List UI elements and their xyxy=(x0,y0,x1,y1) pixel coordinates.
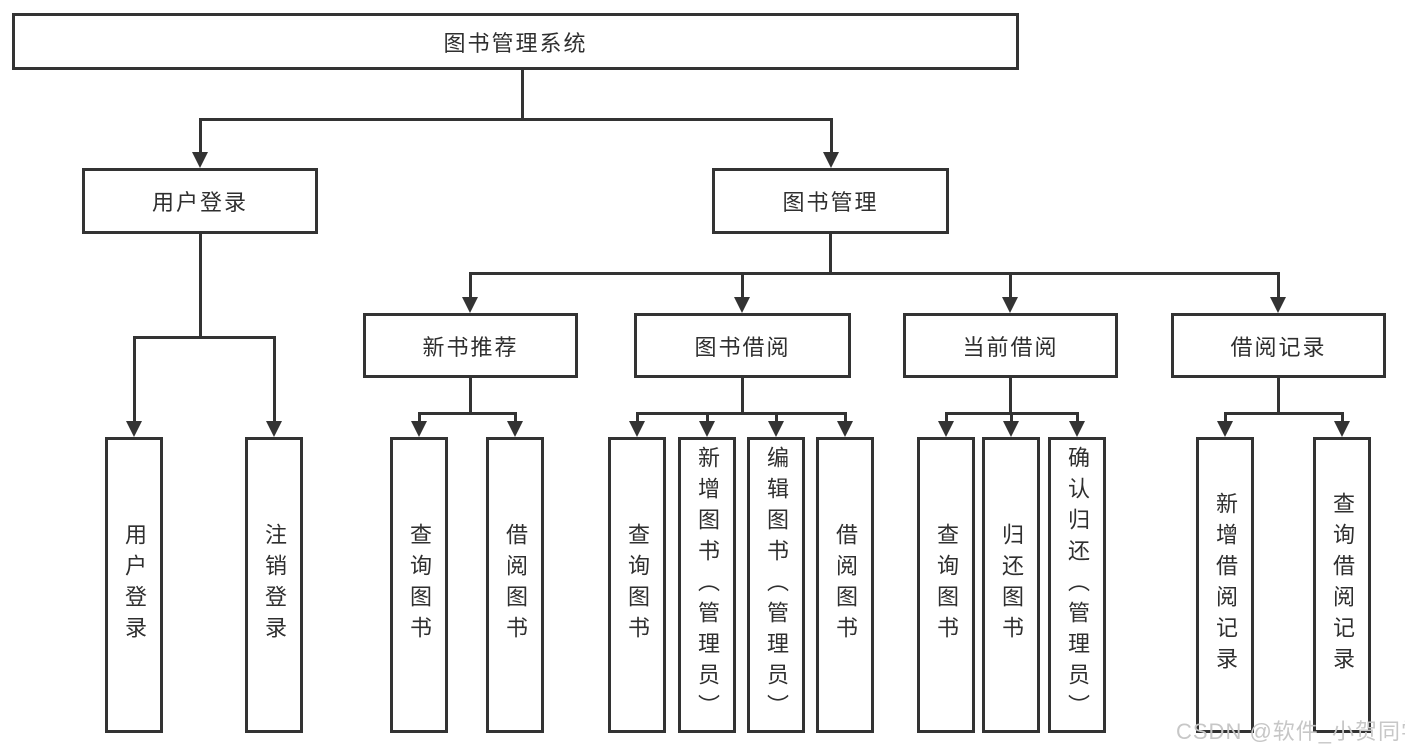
node-label: 归还图书 xyxy=(999,523,1024,647)
connector-line xyxy=(636,414,639,423)
connector-line xyxy=(1341,414,1344,423)
leaf-logout: 注销登录 xyxy=(245,437,303,733)
connector-line xyxy=(741,275,744,299)
arrowhead xyxy=(823,152,839,168)
node-label: 查询借阅记录 xyxy=(1330,492,1355,678)
leaf-add-borrow-record: 新增借阅记录 xyxy=(1196,437,1254,733)
connector-line xyxy=(830,121,833,154)
node-label: 查询图书 xyxy=(407,523,432,647)
leaf-query-borrow-record: 查询借阅记录 xyxy=(1313,437,1371,733)
arrowhead xyxy=(462,297,478,313)
node-borrowing-records: 借阅记录 xyxy=(1171,313,1386,378)
node-label: 用户登录 xyxy=(151,190,248,215)
connector-line xyxy=(133,339,136,423)
connector-line xyxy=(1076,414,1079,423)
connector-line xyxy=(1224,412,1344,415)
node-new-book-recommendation: 新书推荐 xyxy=(363,313,578,378)
arrowhead xyxy=(266,421,282,437)
leaf-confirm-return-admin: 确认归还（管理员） xyxy=(1048,437,1106,733)
connector-line xyxy=(775,414,778,423)
leaf-add-books-admin: 新增图书（管理员） xyxy=(678,437,736,733)
connector-line xyxy=(1224,414,1227,423)
leaf-query-books-recommend: 查询图书 xyxy=(390,437,448,733)
connector-line xyxy=(469,378,472,414)
leaf-edit-books-admin: 编辑图书（管理员） xyxy=(747,437,805,733)
node-label: 图书管理 xyxy=(782,190,879,215)
arrowhead xyxy=(1270,297,1286,313)
arrowhead xyxy=(938,421,954,437)
arrowhead xyxy=(1003,421,1019,437)
connector-line xyxy=(636,412,847,415)
arrowhead xyxy=(507,421,523,437)
node-library-system: 图书管理系统 xyxy=(12,13,1019,70)
connector-line xyxy=(418,412,517,415)
connector-line xyxy=(1010,414,1013,423)
node-label: 注销登录 xyxy=(262,523,287,647)
connector-line xyxy=(829,234,832,273)
node-label: 新增借阅记录 xyxy=(1213,492,1238,678)
node-label: 借阅图书 xyxy=(833,523,858,647)
connector-line xyxy=(706,414,709,423)
node-label: 确认归还（管理员） xyxy=(1065,445,1090,725)
arrowhead xyxy=(192,152,208,168)
arrowhead xyxy=(1002,297,1018,313)
arrowhead xyxy=(734,297,750,313)
connector-line xyxy=(1277,378,1280,414)
node-label: 借阅记录 xyxy=(1230,334,1327,360)
connector-line xyxy=(1277,275,1280,299)
arrowhead xyxy=(1334,421,1350,437)
connector-line xyxy=(133,336,276,339)
connector-line xyxy=(469,272,1280,275)
connector-line xyxy=(199,118,833,121)
node-label: 借阅图书 xyxy=(503,523,528,647)
csdn-watermark: CSDN @软件_小贺同学 xyxy=(1176,719,1405,744)
connector-line xyxy=(514,414,517,423)
node-label: 新增图书（管理员） xyxy=(695,445,720,725)
connector-line xyxy=(199,234,202,337)
arrowhead xyxy=(1069,421,1085,437)
connector-line xyxy=(521,70,524,121)
leaf-query-books-current: 查询图书 xyxy=(917,437,975,733)
connector-line xyxy=(945,412,1079,415)
connector-line xyxy=(945,414,948,423)
leaf-query-books-borrowing: 查询图书 xyxy=(608,437,666,733)
connector-line xyxy=(844,414,847,423)
node-user-login: 用户登录 xyxy=(82,168,318,234)
node-label: 用户登录 xyxy=(122,523,147,647)
node-label: 编辑图书（管理员） xyxy=(764,445,789,725)
connector-line xyxy=(469,275,472,299)
connector-line xyxy=(1009,275,1012,299)
node-label: 查询图书 xyxy=(625,523,650,647)
node-book-management: 图书管理 xyxy=(712,168,949,234)
arrowhead xyxy=(837,421,853,437)
node-label: 新书推荐 xyxy=(422,334,519,360)
connector-line xyxy=(1009,378,1012,414)
node-label: 查询图书 xyxy=(934,523,959,647)
node-label: 图书管理系统 xyxy=(443,30,588,56)
leaf-borrow-books: 借阅图书 xyxy=(816,437,874,733)
leaf-borrow-books-recommend: 借阅图书 xyxy=(486,437,544,733)
arrowhead xyxy=(699,421,715,437)
node-label: 图书借阅 xyxy=(694,334,791,360)
arrowhead xyxy=(126,421,142,437)
connector-line xyxy=(199,121,202,154)
arrowhead xyxy=(629,421,645,437)
connector-line xyxy=(418,414,421,423)
connector-line xyxy=(273,339,276,423)
arrowhead xyxy=(411,421,427,437)
node-current-borrowing: 当前借阅 xyxy=(903,313,1118,378)
leaf-user-login: 用户登录 xyxy=(105,437,163,733)
node-label: 当前借阅 xyxy=(962,334,1059,360)
arrowhead xyxy=(768,421,784,437)
connector-line xyxy=(741,378,744,414)
arrowhead xyxy=(1217,421,1233,437)
leaf-return-books: 归还图书 xyxy=(982,437,1040,733)
node-book-borrowing: 图书借阅 xyxy=(634,313,851,378)
